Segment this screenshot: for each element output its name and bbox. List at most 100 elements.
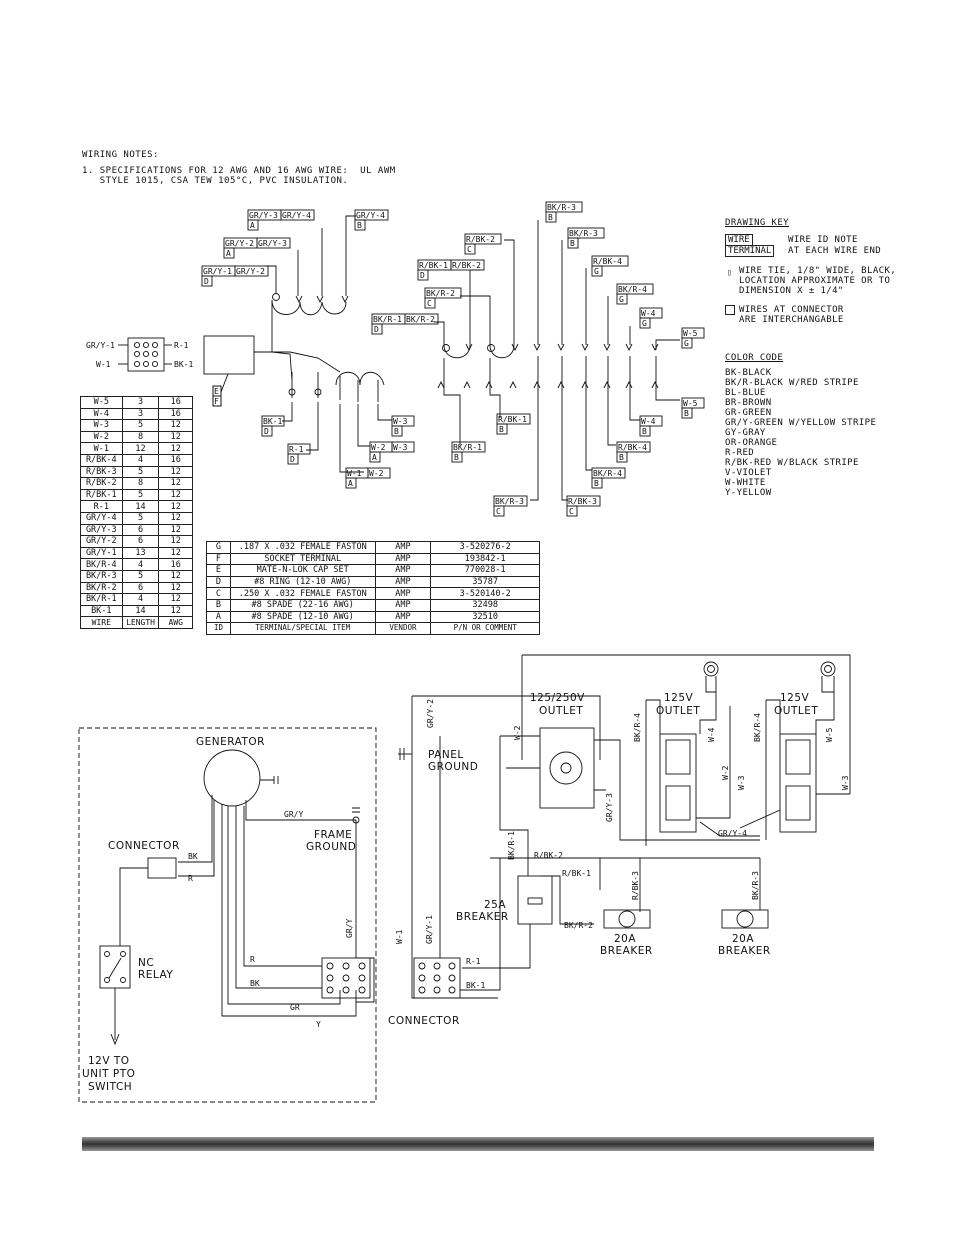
harness-label: GR/Y-1 <box>203 267 232 276</box>
outlet-125a-2: OUTLET <box>656 705 700 717</box>
outlet-125b-1: 125V <box>780 692 810 704</box>
panel-label: W-3 <box>737 775 746 790</box>
harness-label: BK/R-1 <box>453 443 482 452</box>
pin-icon <box>151 360 159 368</box>
terminal-id: D <box>206 575 231 589</box>
wire-awg: 12 <box>158 511 193 525</box>
panel-label: W-5 <box>825 727 834 742</box>
panel-label: BK/R-4 <box>633 713 642 742</box>
wire-awg: 12 <box>158 581 193 595</box>
harness-letter: D <box>290 455 295 464</box>
breaker-20b-2: BREAKER <box>718 945 771 957</box>
wiring-notes: WIRING NOTES: 1. SPECIFICATIONS FOR 12 A… <box>82 150 396 186</box>
spade-terminal-icon <box>465 343 519 352</box>
harness-letter: C <box>467 245 472 254</box>
terminal-pn: 32498 <box>430 598 540 612</box>
panel-label: BK/R-3 <box>751 871 760 900</box>
wire-length: 6 <box>121 535 160 548</box>
harness-letter: B <box>642 427 647 436</box>
panel-label: R/BK-2 <box>534 851 563 860</box>
terminal-pn: 193842-1 <box>430 552 540 566</box>
harness-label: R/BK-4 <box>593 257 622 266</box>
wire-length: 5 <box>121 569 160 583</box>
frame-ground-2: GROUND <box>306 841 356 853</box>
terminal-pn: 32510 <box>430 610 540 624</box>
generator-frame <box>78 727 377 1103</box>
harness-label: W-5 <box>683 399 698 408</box>
panel-label: W-1 <box>395 929 404 944</box>
color-code-item: GR-GREEN <box>725 408 772 418</box>
outlet-125v-icon <box>779 733 817 833</box>
panel-label: BK/R-4 <box>753 713 762 742</box>
harness-letter: D <box>374 325 379 334</box>
harness-letter: D <box>420 271 425 280</box>
harness-letter: A <box>372 453 377 462</box>
terminal-item: SOCKET TERMINAL <box>229 552 376 566</box>
color-code-item: GR/Y-GREEN W/YELLOW STRIPE <box>725 418 877 428</box>
harness-label: R/BK-1 <box>498 415 527 424</box>
ground-icon <box>399 748 405 760</box>
terminal-item: #8 RING (12-10 AWG) <box>229 575 376 589</box>
column-header: VENDOR <box>374 622 432 635</box>
harness-label: GR/Y-4 <box>282 211 311 220</box>
panel-label: GR/Y-1 <box>425 915 434 944</box>
spade-terminal-icon <box>533 343 659 352</box>
terminal-id: A <box>206 610 231 624</box>
interchangeable-icon <box>725 305 735 315</box>
harness-letter: D <box>264 427 269 436</box>
harness-letter: B <box>454 453 459 462</box>
relay-nc: NC <box>138 957 154 969</box>
terminal-pn: 35787 <box>430 575 540 589</box>
harness-letter: B <box>357 221 362 230</box>
wire-length: 4 <box>121 558 160 571</box>
color-code-item: BK/R-BLACK W/RED STRIPE <box>725 378 859 388</box>
terminal-vendor: AMP <box>374 587 432 600</box>
outlet-250v-icon <box>539 727 595 809</box>
generator-gry-vertical: GR/Y <box>345 919 354 938</box>
wire-awg: 12 <box>158 523 193 537</box>
key-terminal-box: TERMINAL <box>725 245 775 257</box>
key-wire-note-1: WIRE ID NOTE <box>788 235 858 245</box>
panel-label: BK/R-2 <box>564 921 593 930</box>
terminal-vendor: AMP <box>374 610 432 624</box>
drawing-key-title: DRAWING KEY <box>725 218 790 228</box>
outlet-125b-2: OUTLET <box>774 705 818 717</box>
panel-label: BK/R-1 <box>507 831 516 860</box>
color-code-item: BK-BLACK <box>725 368 772 378</box>
connector-pinout-box <box>127 337 165 372</box>
spade-terminal-icon <box>295 295 349 304</box>
color-code-item: V-VIOLET <box>725 468 772 478</box>
color-code-item: BL-BLUE <box>725 388 766 398</box>
pin-icon <box>142 341 150 349</box>
panel-ground-1: PANEL <box>428 749 464 761</box>
terminal-pn: 3-520276-2 <box>430 541 540 554</box>
drawing-key: DRAWING KEY WIRE TERMINAL WIRE ID NOTE A… <box>725 218 896 329</box>
ring-terminal-icon <box>288 388 296 396</box>
harness-letter: C <box>569 507 574 516</box>
harness-label: R/BK-4 <box>618 443 647 452</box>
terminal-id: B <box>206 598 231 612</box>
outlet-125v-icon <box>659 733 697 833</box>
panel-connector-label: CONNECTOR <box>388 1015 460 1027</box>
panel-label: W-2 <box>513 725 522 740</box>
wire-length: 13 <box>121 546 160 560</box>
ring-terminal-icon <box>272 293 280 301</box>
pto-3: SWITCH <box>88 1081 132 1093</box>
harness-label: BK/R-2 <box>426 289 455 298</box>
harness-letter: B <box>548 213 553 222</box>
color-code-item: OR-ORANGE <box>725 438 778 448</box>
harness-letter: B <box>570 239 575 248</box>
breaker-20a-icon <box>721 909 769 929</box>
terminal-item: #8 SPADE (22-16 AWG) <box>229 598 376 612</box>
ground-icon <box>260 776 279 784</box>
color-code-item: W-WHITE <box>725 478 766 488</box>
